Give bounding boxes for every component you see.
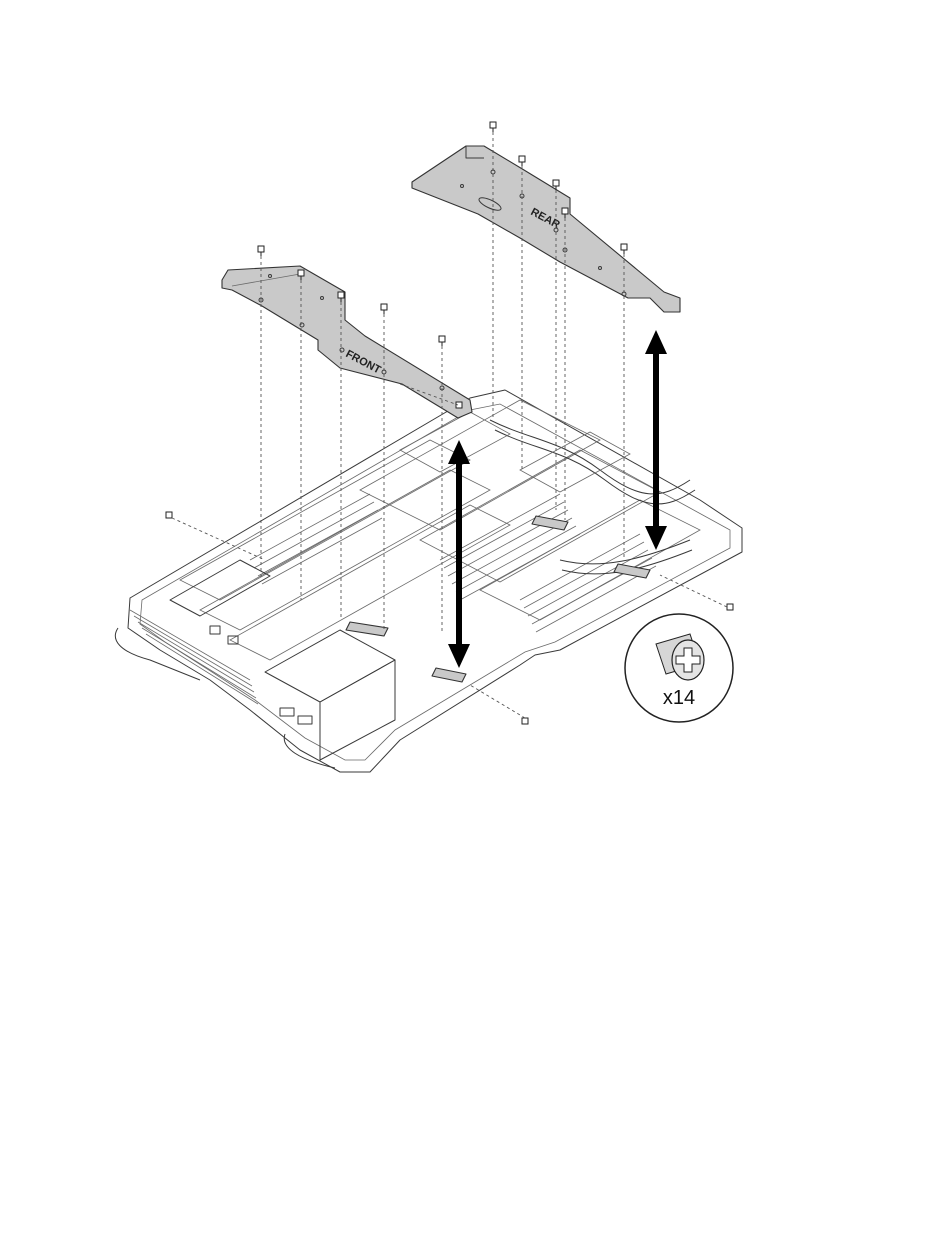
- screw-icon: [166, 512, 172, 518]
- node-tray: [115, 390, 742, 772]
- screw-icon: [727, 604, 733, 610]
- double-headed-arrow-icon: [645, 330, 667, 550]
- screw-icon: [381, 304, 387, 314]
- screw-icon: [621, 244, 627, 254]
- screw-icon: [439, 336, 445, 346]
- screw-icon: [519, 156, 525, 166]
- rear-cover-plate: REAR: [412, 146, 680, 312]
- screw-quantity-label: x14: [663, 687, 695, 709]
- screw-quantity-callout: x14: [625, 614, 733, 722]
- screw-icon: [490, 122, 496, 132]
- screw-icon: [522, 718, 528, 724]
- screw-icon: [258, 246, 264, 256]
- front-cover-plate: FRONT: [222, 266, 472, 418]
